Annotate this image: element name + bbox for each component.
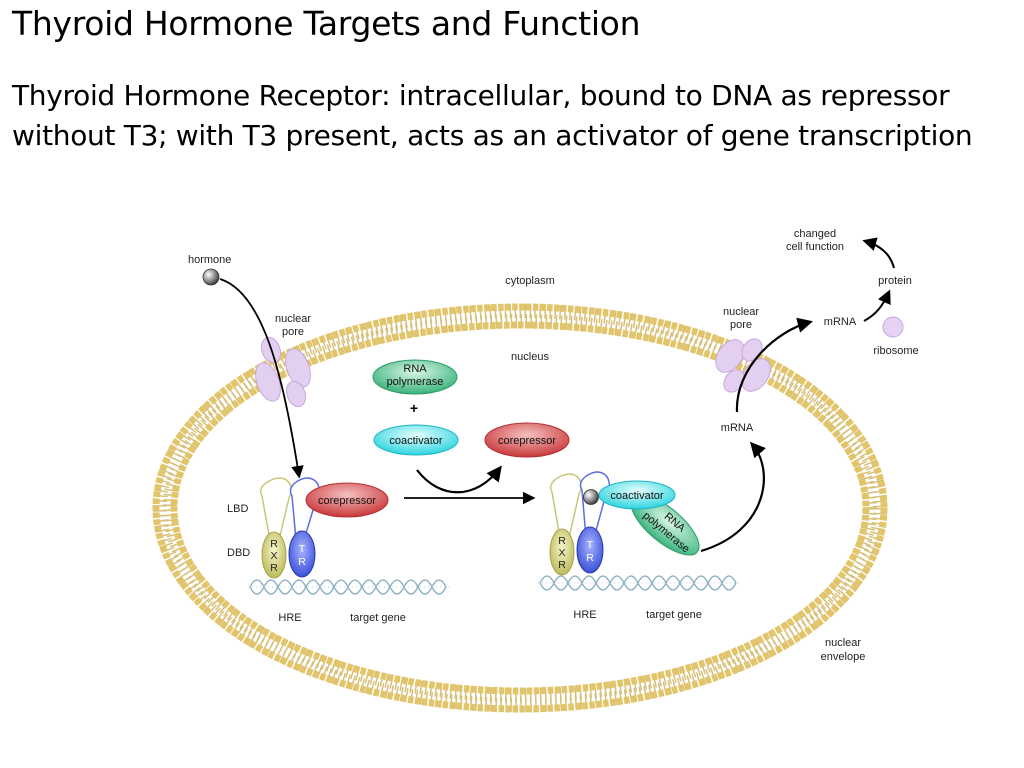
target-gene-right-label: target gene [646, 609, 702, 621]
nuclear-pore-right-label-1: nuclear [723, 306, 759, 318]
ribosome-shape [882, 316, 904, 338]
nuclear-pore-left-label-1: nuclear [275, 313, 311, 325]
rxr-left-letter-3: R [270, 562, 278, 574]
nuclear-envelope-label-1: nuclear [825, 637, 861, 649]
coactivator-bound-shape [598, 480, 676, 510]
corepressor-release-arrow [416, 465, 502, 494]
rna-polymerase-shape [372, 359, 458, 395]
hre-right-label: HRE [573, 609, 596, 621]
mrna-mid-label: mRNA [721, 422, 754, 434]
hormone-molecule [202, 268, 220, 286]
mrna-export-arrow [735, 317, 813, 413]
rxr-left-letter-2: X [270, 550, 277, 562]
tr-dbd-left [288, 530, 316, 578]
protein-label: protein [878, 275, 912, 287]
rxr-lbd-right [549, 473, 582, 539]
rxr-dbd-left [261, 531, 287, 579]
tr-left-letter-2: R [298, 556, 306, 568]
rxr-right-letter-1: R [558, 535, 566, 547]
nuclear-pore-right-label-2: pore [730, 319, 752, 331]
hormone-entry-arrow [219, 278, 304, 479]
corepressor-free-shape [484, 422, 570, 458]
rxr-lbd-left [259, 477, 292, 541]
mrna-top-label: mRNA [824, 316, 857, 328]
plus-sign: + [410, 400, 418, 416]
rxr-right-letter-3: R [558, 559, 566, 571]
receptor-complex-right [549, 471, 610, 576]
dna-left [248, 579, 452, 595]
function-arrow [862, 237, 895, 269]
coactivator-bound-label: coactivator [610, 490, 664, 502]
rna-polymerase-label-1: RNA [403, 363, 427, 375]
changed-cell-function-label-1: changed [794, 228, 836, 240]
hre-left-label: HRE [278, 612, 301, 624]
page-title: Thyroid Hormone Targets and Function [12, 4, 641, 43]
nuclear-pore-left-label-2: pore [282, 326, 304, 338]
rxr-left-letter-1: R [270, 538, 278, 550]
bound-hormone [583, 489, 599, 505]
ribosome-label: ribosome [873, 345, 918, 357]
nucleus-label: nucleus [511, 351, 549, 363]
changed-cell-function-label-2: cell function [786, 241, 844, 253]
rxr-right-letter-2: X [558, 547, 565, 559]
lbd-label: LBD [227, 503, 248, 515]
hormone-label: hormone [188, 254, 231, 266]
corepressor-bound-shape [305, 482, 389, 518]
nuclear-pore-left-shape [255, 336, 311, 408]
subtitle: Thyroid Hormone Receptor: intracellular,… [12, 79, 973, 152]
rna-polymerase-label-2: polymerase [387, 376, 444, 388]
rxr-dbd-right [549, 528, 575, 576]
coactivator-label: coactivator [389, 435, 443, 447]
transcription-arrow [700, 441, 766, 553]
cytoplasm-label: cytoplasm [505, 275, 555, 287]
dbd-label: DBD [227, 547, 250, 559]
corepressor-bound-label: corepressor [318, 495, 376, 507]
tr-right-letter-1: T [587, 539, 594, 551]
nuclear-envelope-label-2: envelope [821, 651, 866, 663]
tr-dbd-right [576, 526, 604, 574]
coactivator-shape [373, 424, 459, 456]
target-gene-left-label: target gene [350, 612, 406, 624]
corepressor-free-label: corepressor [498, 435, 556, 447]
nuclear-envelope [152, 303, 888, 713]
tr-left-letter-1: T [299, 543, 306, 555]
tr-right-letter-2: R [586, 552, 594, 564]
dna-right [538, 575, 742, 591]
translation-arrow [863, 289, 891, 322]
